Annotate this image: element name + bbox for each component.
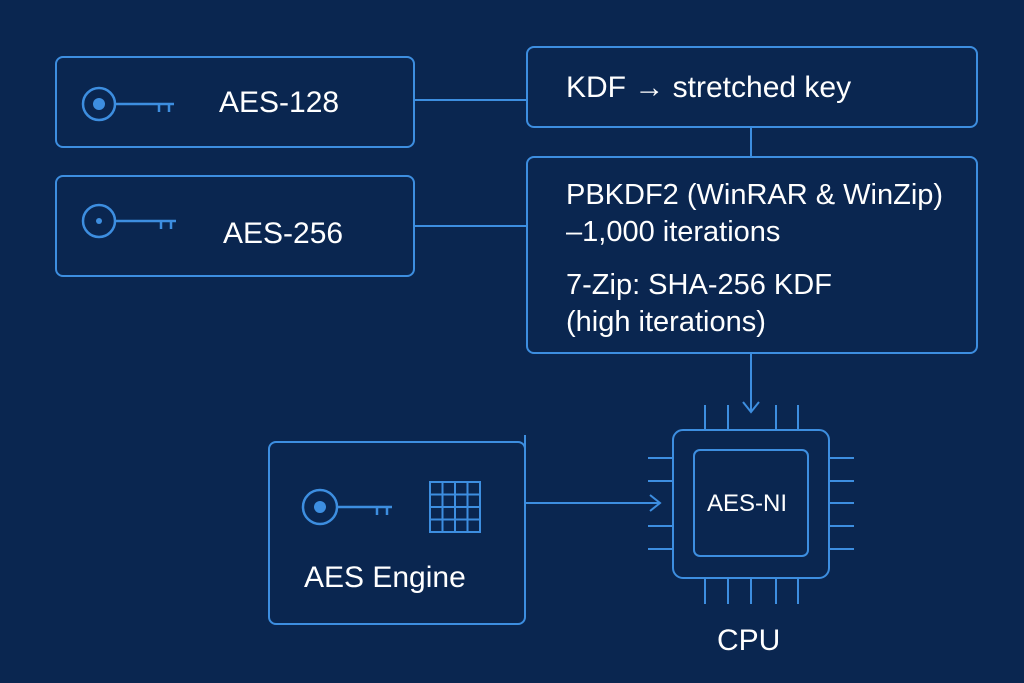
aes128-box: AES-128 xyxy=(55,56,415,148)
key-icon xyxy=(81,86,174,122)
cpu-chip-icon xyxy=(648,405,854,604)
sevenzip-line1: 7-Zip: SHA-256 KDF xyxy=(566,269,832,301)
cpu-caption: CPU xyxy=(717,624,781,657)
chip-pins-top xyxy=(704,405,799,430)
arrow-head-down xyxy=(742,401,760,414)
kdf-title: KDF → stretched key xyxy=(566,71,852,104)
aes-engine-box: AES Engine xyxy=(268,441,526,625)
aes256-label: AES-256 xyxy=(223,217,344,250)
kdf-details-box: PBKDF2 (WinRAR & WinZip) –1,000 iteratio… xyxy=(526,156,978,354)
sevenzip-line2: (high iterations) xyxy=(566,306,766,338)
pbkdf2-line1: PBKDF2 (WinRAR & WinZip) xyxy=(566,179,944,211)
kdf-box: KDF → stretched key xyxy=(526,46,978,128)
pbkdf2-line2: –1,000 iterations xyxy=(566,216,781,248)
key-icon xyxy=(301,488,392,526)
aes-ni-label: AES-NI xyxy=(707,490,788,517)
grid-icon xyxy=(429,481,481,533)
aes256-box: AES-256 xyxy=(55,175,415,277)
aes128-label: AES-128 xyxy=(219,86,340,119)
aes-engine-label: AES Engine xyxy=(304,561,466,594)
chip-pins-left xyxy=(648,457,673,550)
chip-pins-right xyxy=(829,457,854,550)
arrow-head-right xyxy=(649,494,662,512)
key-icon xyxy=(81,203,176,239)
chip-pins-bottom xyxy=(704,578,799,604)
